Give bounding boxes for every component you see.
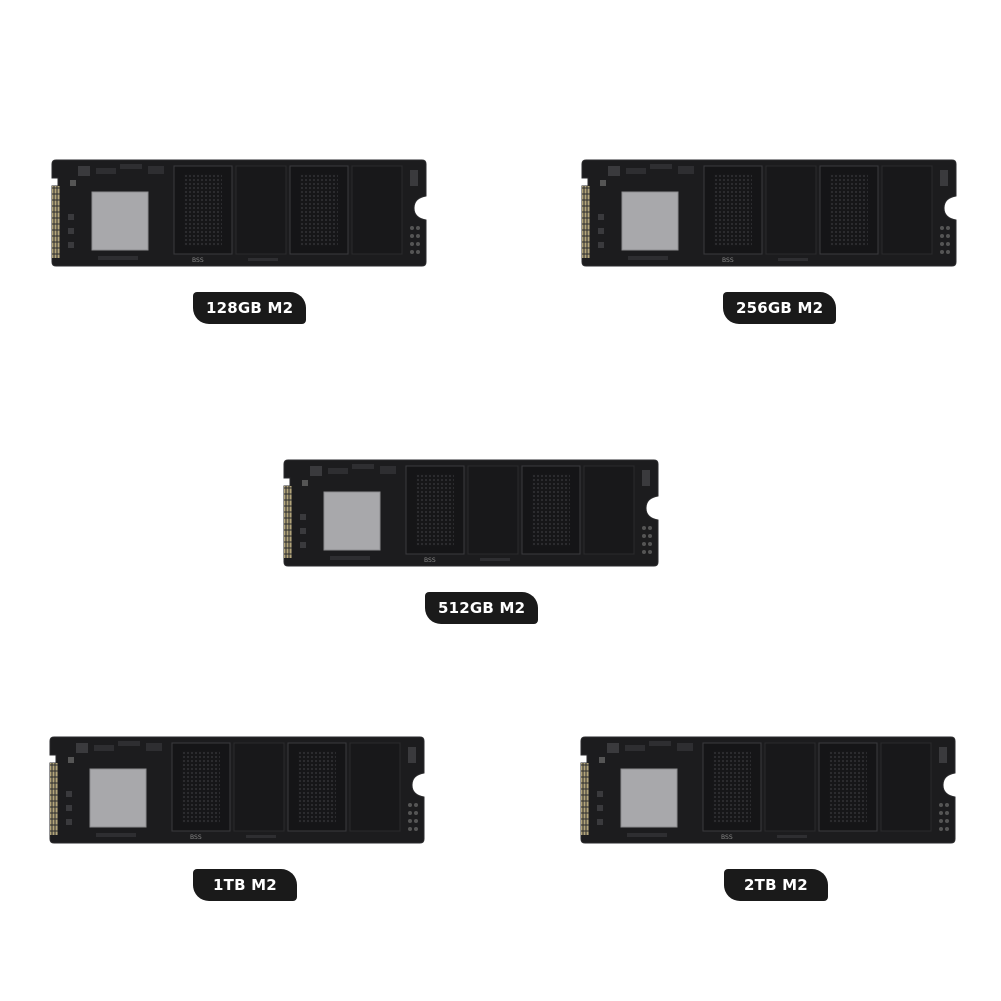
product-512gb: 512GB M2 — [280, 458, 660, 638]
ssd-image — [581, 159, 957, 267]
ssd-image — [580, 736, 956, 844]
capacity-label: 1TB M2 — [193, 869, 297, 901]
product-128gb: 128GB M2 — [48, 158, 428, 338]
ssd-image — [49, 736, 425, 844]
capacity-label: 512GB M2 — [425, 592, 539, 624]
ssd-image — [283, 459, 659, 567]
capacity-label: 256GB M2 — [723, 292, 837, 324]
product-1tb: 1TB M2 — [46, 735, 426, 915]
product-256gb: 256GB M2 — [578, 158, 958, 338]
capacity-label: 2TB M2 — [724, 869, 828, 901]
capacity-label: 128GB M2 — [193, 292, 307, 324]
ssd-image — [51, 159, 427, 267]
product-2tb: 2TB M2 — [577, 735, 957, 915]
